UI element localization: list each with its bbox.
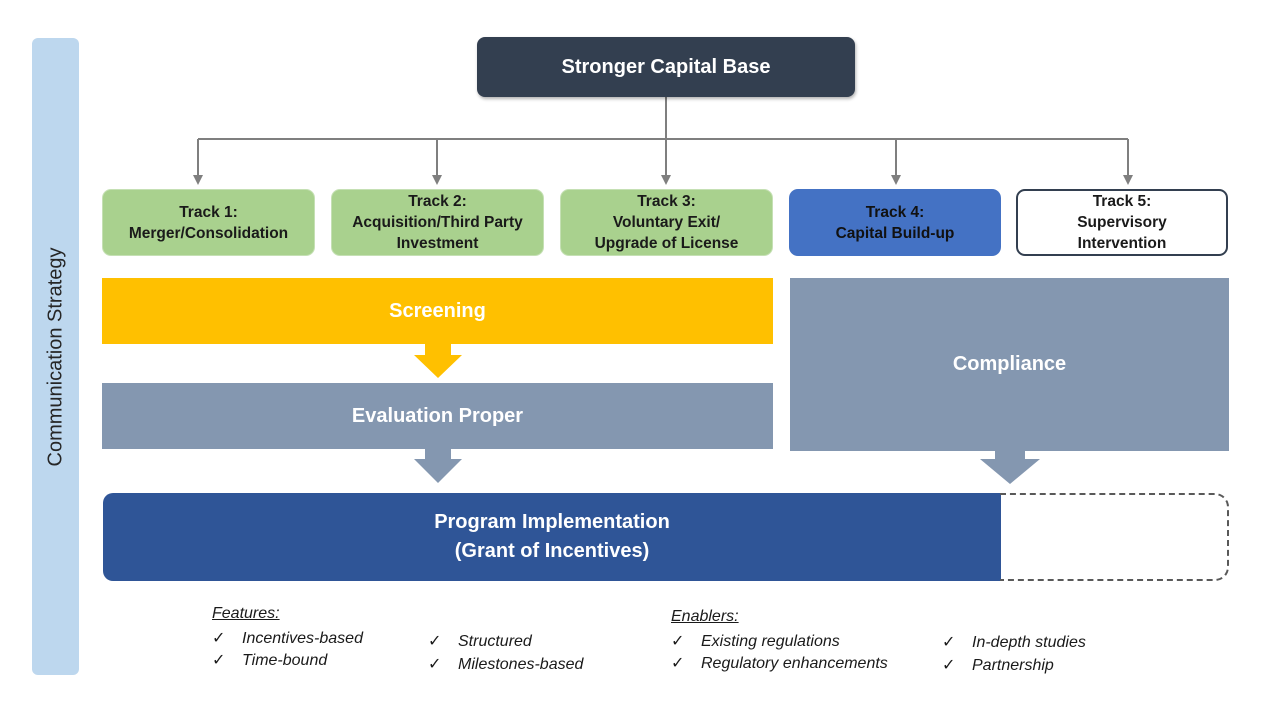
feature-item: ✓Structured: [428, 633, 532, 650]
check-icon: ✓: [942, 657, 956, 674]
track-4-box: Track 4: Capital Build-up: [789, 189, 1001, 256]
check-icon: ✓: [671, 655, 685, 672]
feature-item: ✓Time-bound: [212, 652, 328, 669]
track-4-name: Capital Build-up: [835, 224, 955, 242]
feature-item: ✓Milestones-based: [428, 656, 584, 673]
check-icon: ✓: [428, 656, 442, 673]
arrow-evaluation-to-program: [414, 449, 462, 483]
enabler-item: ✓In-depth studies: [942, 634, 1086, 651]
communication-strategy-bar: Communication Strategy: [32, 38, 79, 675]
track-1-title: Track 1:: [179, 203, 238, 221]
program-dashed-extension: [1000, 493, 1229, 581]
check-icon: ✓: [671, 633, 685, 650]
communication-strategy-label: Communication Strategy: [44, 247, 66, 466]
track-5-box: Track 5: Supervisory Intervention: [1016, 189, 1228, 256]
evaluation-proper-bar: Evaluation Proper: [102, 383, 773, 449]
arrow-compliance-to-program: [980, 451, 1040, 484]
feature-item: ✓Incentives-based: [212, 630, 363, 647]
enabler-item: ✓Existing regulations: [671, 633, 840, 650]
track-2-name-line-2: Investment: [396, 235, 479, 252]
stronger-capital-base-box: Stronger Capital Base: [477, 37, 855, 97]
program-subtitle: (Grant of Incentives): [454, 540, 650, 562]
compliance-box: Compliance: [790, 278, 1229, 451]
program-title: Program Implementation: [434, 511, 670, 533]
enabler-item: ✓Partnership: [942, 657, 1054, 674]
track-1-box: Track 1: Merger/Consolidation: [102, 189, 315, 256]
track-3-name-line-1: Voluntary Exit/: [612, 214, 721, 231]
enabler-item: ✓Regulatory enhancements: [671, 655, 888, 672]
check-icon: ✓: [942, 634, 956, 651]
track-2-box: Track 2: Acquisition/Third Party Investm…: [331, 189, 544, 256]
track-1-name: Merger/Consolidation: [128, 224, 289, 242]
track-4-title: Track 4:: [865, 203, 925, 221]
program-implementation-bar: Program Implementation (Grant of Incenti…: [103, 493, 1001, 581]
track-3-box: Track 3: Voluntary Exit/ Upgrade of Lice…: [560, 189, 773, 256]
track-5-name-line-1: Supervisory: [1077, 214, 1167, 231]
track-5-title: Track 5:: [1092, 193, 1152, 210]
check-icon: ✓: [212, 652, 226, 669]
track-3-title: Track 3:: [637, 193, 696, 210]
check-icon: ✓: [212, 630, 226, 647]
track-5-name-line-2: Intervention: [1077, 235, 1167, 252]
enablers-title: Enablers:: [671, 608, 739, 625]
track-2-name-line-1: Acquisition/Third Party: [352, 214, 523, 231]
arrow-screening-to-evaluation: [414, 344, 462, 378]
check-icon: ✓: [428, 633, 442, 650]
track-2-title: Track 2:: [408, 193, 467, 210]
screening-bar: Screening: [102, 278, 773, 344]
features-title: Features:: [212, 605, 280, 622]
track-3-name-line-2: Upgrade of License: [594, 235, 739, 252]
